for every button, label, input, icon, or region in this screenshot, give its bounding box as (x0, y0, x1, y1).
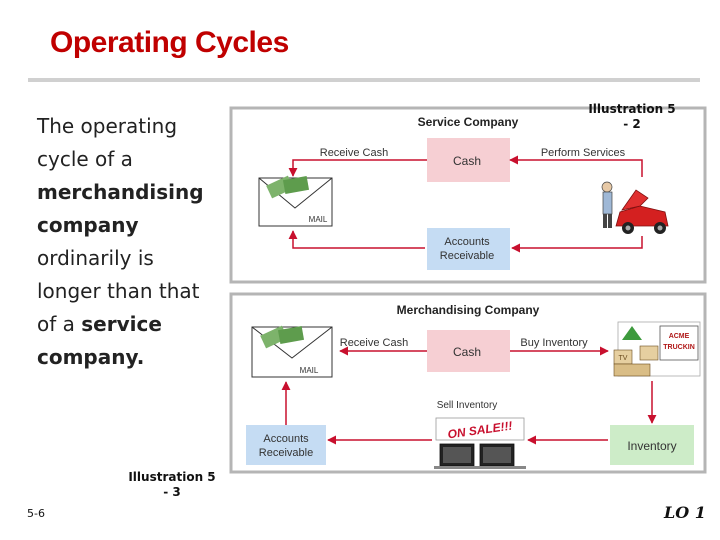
body-text-part-2: ordinarily is longer than that of a (37, 246, 200, 336)
slide-title: Operating Cycles (50, 26, 289, 59)
service-cash-label: Cash (453, 154, 481, 168)
learning-objective: LO 1 (664, 503, 706, 522)
delivery-truck-icon: ACME TRUCKIN TV (613, 321, 701, 377)
service-arrow-receive-cash (288, 159, 427, 177)
mail-envelope-icon: MAIL (258, 175, 333, 227)
service-receivable-box (427, 228, 510, 270)
merchandising-company-panel: Merchandising Company Cash Accounts Rece… (229, 292, 707, 474)
illustration-label-top: Illustration 5 - 2 (588, 102, 676, 131)
sale-display-icon: ON SALE!!! (434, 417, 526, 469)
tv-box-label: TV (619, 355, 628, 362)
illustration-label-bottom: Illustration 5 - 3 (128, 470, 216, 499)
body-text-bold-1: merchandising company (37, 180, 204, 237)
service-receivable-label-1: Accounts (444, 236, 490, 248)
merch-sell-inventory-label: Sell Inventory (437, 400, 498, 411)
body-text-bold-2: service company. (37, 312, 162, 369)
service-company-panel: Service Company Cash Accounts Receivable… (229, 106, 707, 284)
merch-inventory-label: Inventory (627, 439, 676, 453)
title-underline (28, 78, 700, 82)
merch-inventory-box (610, 425, 694, 465)
service-arrow-to-cash-cycle (288, 230, 425, 249)
merch-buy-inventory-label: Buy Inventory (520, 337, 588, 349)
merch-mail-label: MAIL (300, 366, 319, 375)
service-mail-label: MAIL (309, 215, 328, 224)
service-perform-services-label: Perform Services (541, 147, 626, 159)
body-text-part-1: The operating cycle of a (37, 114, 178, 171)
service-company-title: Service Company (418, 115, 519, 129)
service-arrow-to-receivable (511, 236, 643, 253)
merch-company-title: Merchandising Company (397, 303, 540, 317)
service-receive-cash-label: Receive Cash (320, 147, 388, 159)
merch-cash-label: Cash (453, 345, 481, 359)
service-arrow-perform-services (509, 155, 643, 177)
mechanic-car-icon (601, 181, 669, 234)
body-text: The operating cycle of a merchandising c… (37, 110, 222, 374)
merch-receive-cash-label: Receive Cash (340, 337, 408, 349)
merch-receivable-label-1: Accounts (263, 433, 309, 445)
merch-receivable-label-2: Receivable (259, 447, 313, 459)
truck-label-2: TRUCKIN (663, 344, 695, 351)
slide-number: 5-6 (27, 507, 45, 520)
truck-label-1: ACME (669, 333, 690, 340)
service-cash-box (427, 138, 510, 182)
merch-receivable-box (246, 425, 326, 465)
merch-mail-envelope-icon: MAIL (251, 325, 333, 378)
merch-cash-box (427, 330, 510, 372)
service-receivable-label-2: Receivable (440, 250, 494, 262)
